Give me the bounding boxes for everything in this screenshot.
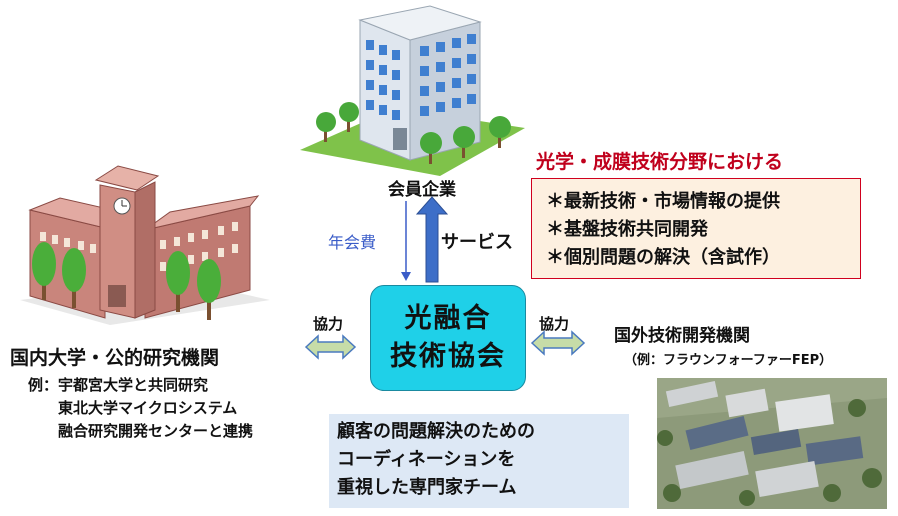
service-arrow <box>415 196 449 283</box>
association-center-box: 光融合 技術協会 <box>370 285 526 391</box>
expert-team-line: 顧客の問題解決のための <box>337 421 535 442</box>
offer-box: ＊最新技術・市場情報の提供 ＊基盤技術共同開発 ＊個別問題の解決（含試作） <box>531 178 861 279</box>
association-name-line1: 光融合 <box>404 303 492 334</box>
cooperation-label-left: 協力 <box>313 315 344 333</box>
expert-team-line: コーディネーションを <box>337 449 516 470</box>
offer-item: ＊基盤技術共同開発 <box>546 219 708 240</box>
coop-arrow-right <box>530 330 586 356</box>
expert-team-box: 顧客の問題解決のための コーディネーションを 重視した専門家チーム <box>329 414 629 508</box>
domestic-example-line: 融合研究開発センターと連携 <box>58 422 254 440</box>
domestic-example-line: 例：宇都宮大学と共同研究 <box>28 376 209 394</box>
offer-item: ＊個別問題の解決（含試作） <box>546 247 780 268</box>
foreign-institutions-title: 国外技術開発機関 <box>614 326 750 346</box>
association-name-line2: 技術協会 <box>390 341 506 372</box>
member-companies-label: 会員企業 <box>388 180 456 200</box>
domestic-example-line: 東北大学マイクロシステム <box>58 399 238 417</box>
annual-fee-label: 年会費 <box>328 233 377 252</box>
domestic-institutions-title: 国内大学・公的研究機関 <box>10 347 220 369</box>
offer-item: ＊最新技術・市場情報の提供 <box>546 191 780 212</box>
expert-team-line: 重視した専門家チーム <box>337 477 517 498</box>
coop-arrow-left <box>304 334 357 360</box>
cooperation-label-right: 協力 <box>539 315 570 333</box>
foreign-institutions-example: （例：フラウンフォーファーFEP） <box>624 353 833 368</box>
service-label: サービス <box>441 232 513 253</box>
aerial-photo-institute <box>657 378 887 509</box>
offer-title: 光学・成膜技術分野における <box>536 151 784 173</box>
